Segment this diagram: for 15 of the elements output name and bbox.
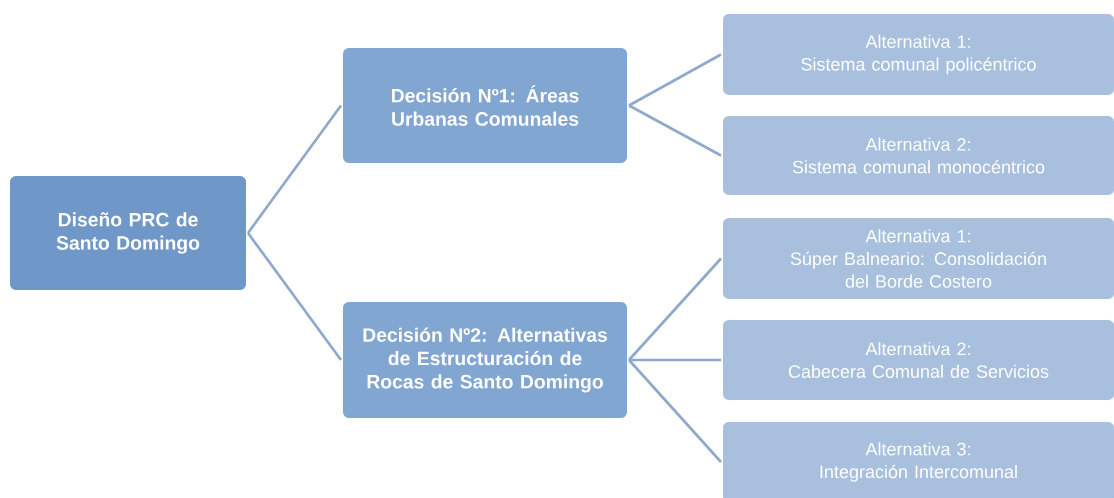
connector-line: [629, 358, 721, 362]
alternative-box: Alternativa 3: Integración Intercomunal: [721, 420, 1114, 498]
alternative-box: Alternativa 1: Sistema comunal policéntrico: [721, 12, 1114, 97]
connector-line: [246, 104, 343, 234]
root-box: Diseño PRC de Santo Domingo: [8, 174, 248, 292]
alternative-box: Alternativa 2: Sistema comunal monocéntrico: [721, 114, 1114, 197]
connector-line: [246, 232, 343, 361]
alternative-box: Alternativa 2: Cabecera Comunal de Servicios: [721, 318, 1114, 402]
connector-line: [628, 257, 722, 361]
connector-line: [628, 359, 722, 463]
connector-line: [628, 53, 722, 107]
connector-line: [628, 104, 722, 157]
decision-box: Decisión Nº2: Alternativas de Estructuración de Rocas de Santo Domingo: [341, 300, 629, 420]
decision-box: Decisión Nº1: Áreas Urbanas Comunales: [341, 46, 629, 165]
alternative-box: Alternativa 1: Súper Balneario: Consolidación del Borde Costero: [721, 216, 1114, 301]
